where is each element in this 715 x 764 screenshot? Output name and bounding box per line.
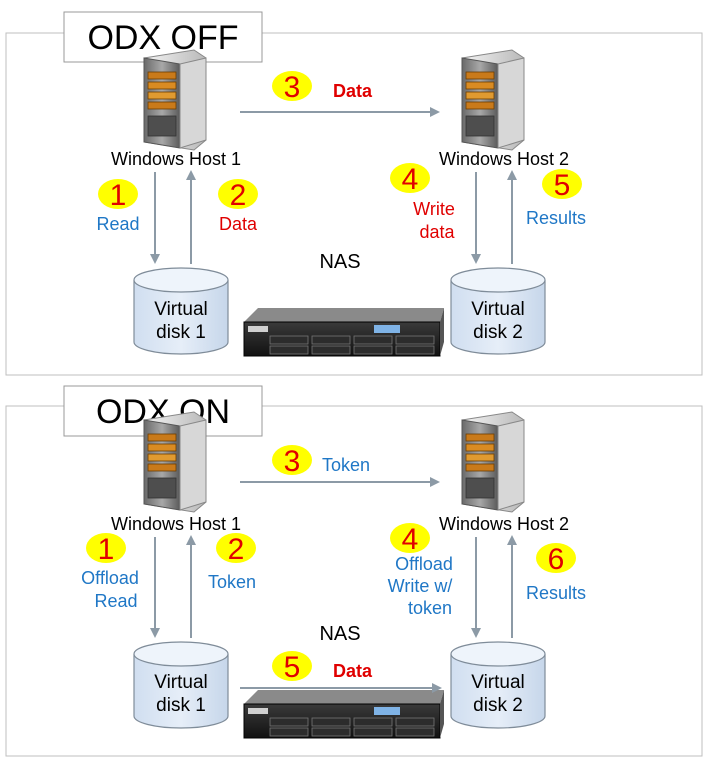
step-label: data <box>419 222 455 242</box>
step-badge <box>86 533 126 563</box>
step-badge <box>542 169 582 199</box>
disk-label-line1: Virtual <box>154 299 208 320</box>
step-number: 4 <box>402 523 419 556</box>
windows-host-2-server-icon <box>461 49 525 151</box>
step-1: 1 Read <box>96 179 140 234</box>
step-label: Token <box>208 572 256 592</box>
step-number: 4 <box>402 163 419 196</box>
step-badge <box>272 71 312 101</box>
disk-label-line1: Virtual <box>471 299 525 320</box>
windows-host-2-server-icon <box>461 411 525 513</box>
step-badge <box>272 445 312 475</box>
step-label: Results <box>526 208 586 228</box>
windows-host-2-label: Windows Host 2 <box>439 514 569 534</box>
windows-host-1-server-icon <box>143 411 207 513</box>
windows-host-1-label: Windows Host 1 <box>111 149 241 169</box>
step-6: 6 Results <box>526 543 586 603</box>
step-3: 3 Data <box>272 71 373 104</box>
windows-host-1-label: Windows Host 1 <box>111 514 241 534</box>
step-badge <box>218 179 258 209</box>
step-label: Offload <box>81 568 139 588</box>
virtual-disk-1: Virtual disk 1 <box>133 641 229 729</box>
step-label: Data <box>333 661 373 681</box>
step-3: 3 Token <box>272 445 370 478</box>
windows-host-2-label: Windows Host 2 <box>439 149 569 169</box>
nas-label: NAS <box>319 623 360 645</box>
panel-title: ODX OFF <box>87 19 238 57</box>
disk-label-line2: disk 2 <box>473 695 523 716</box>
disk-label-line2: disk 1 <box>156 322 206 343</box>
title-box <box>63 11 263 63</box>
windows-host-1-server-icon <box>143 49 207 151</box>
nas-device-icon <box>243 307 445 357</box>
step-5: 5 Results <box>526 169 586 228</box>
virtual-disk-2: Virtual disk 2 <box>450 641 546 729</box>
step-label: Write <box>413 199 455 219</box>
step-badge <box>390 163 430 193</box>
virtual-disk-1: Virtual disk 1 <box>133 267 229 355</box>
step-number: 2 <box>228 533 245 566</box>
step-5: 5 Data <box>272 651 373 684</box>
step-badge <box>272 651 312 681</box>
step-badge <box>98 179 138 209</box>
step-label: Read <box>94 591 137 611</box>
step-label: Token <box>322 455 370 475</box>
disk-label-line2: disk 2 <box>473 322 523 343</box>
disk-label-line1: Virtual <box>471 672 525 693</box>
step-number: 3 <box>284 445 301 478</box>
disk-label-line1: Virtual <box>154 672 208 693</box>
step-number: 3 <box>284 71 301 104</box>
step-label: Data <box>333 81 373 101</box>
step-number: 1 <box>98 533 115 566</box>
nas-device-icon <box>243 689 445 739</box>
panel-odx-off: ODX OFF Windows Host 1 Windows Host 2 Vi… <box>5 11 703 376</box>
step-number: 5 <box>554 169 571 202</box>
step-4: 4 Write data <box>390 163 455 242</box>
step-label: Write w/ <box>388 576 453 596</box>
panel-odx-on: ODX ON Windows Host 1 Windows Host 2 Vir… <box>5 385 703 757</box>
step-badge <box>536 543 576 573</box>
step-1: 1 Offload Read <box>81 533 139 611</box>
step-label: Read <box>96 214 139 234</box>
step-badge <box>216 533 256 563</box>
step-label: Data <box>219 214 258 234</box>
step-number: 2 <box>230 179 247 212</box>
disk-label-line2: disk 1 <box>156 695 206 716</box>
nas-label: NAS <box>319 251 360 273</box>
step-label: Offload <box>395 554 453 574</box>
step-label: token <box>408 598 452 618</box>
virtual-disk-2: Virtual disk 2 <box>450 267 546 355</box>
step-2: 2 Data <box>218 179 258 234</box>
step-2: 2 Token <box>208 533 256 592</box>
step-number: 5 <box>284 651 301 684</box>
step-number: 6 <box>548 543 565 576</box>
step-badge <box>390 523 430 553</box>
step-number: 1 <box>110 179 127 212</box>
step-4: 4 Offload Write w/ token <box>388 523 453 618</box>
step-label: Results <box>526 583 586 603</box>
